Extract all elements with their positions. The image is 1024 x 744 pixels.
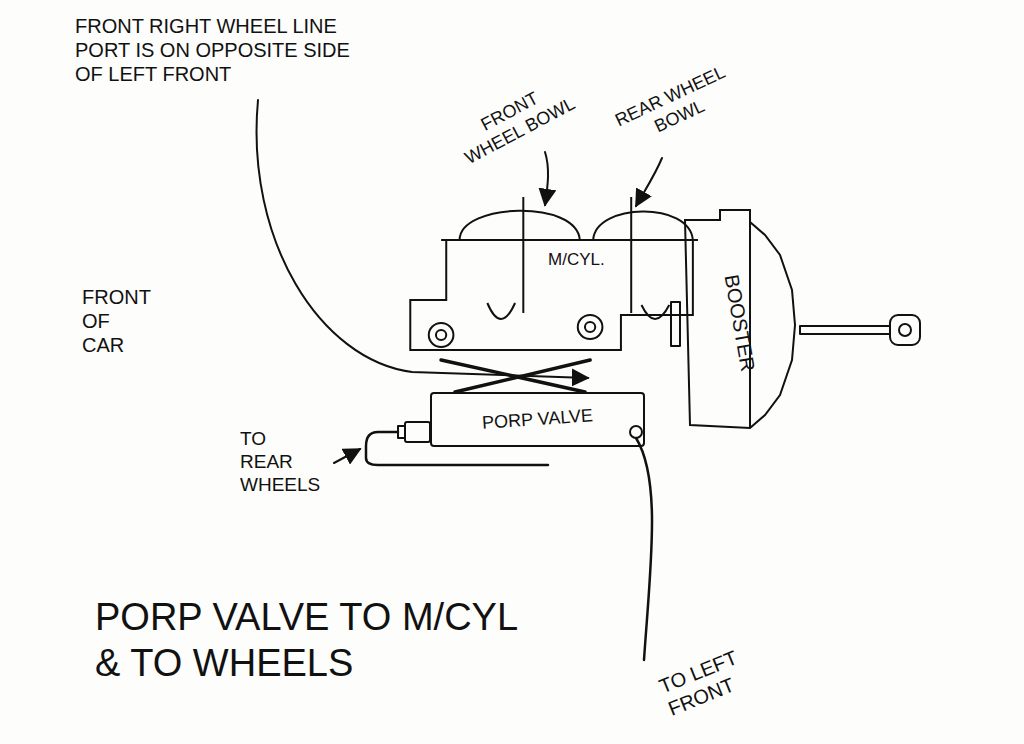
push-rod bbox=[800, 326, 890, 334]
booster-flange bbox=[671, 302, 680, 346]
line-fitting bbox=[630, 426, 642, 438]
reservoir-cap bbox=[441, 239, 698, 241]
part-name: BOOSTER bbox=[720, 272, 761, 372]
body-recess bbox=[487, 303, 515, 319]
leader-line bbox=[545, 152, 548, 205]
clevis-hole bbox=[899, 324, 911, 336]
brake-booster: BOOSTER bbox=[680, 210, 800, 435]
proportioning-valve: PORP VALVE bbox=[430, 392, 645, 447]
line-fitting bbox=[398, 426, 405, 438]
port-bore bbox=[436, 330, 446, 340]
cap-retainer-rod bbox=[522, 197, 524, 313]
note-text: TO LEFT FRONT bbox=[656, 627, 795, 720]
note-text: FRONT WHEEL BOWL bbox=[447, 72, 582, 171]
brake-line bbox=[455, 360, 590, 392]
line-fitting bbox=[405, 422, 430, 442]
booster-housing bbox=[685, 210, 795, 428]
reservoir-bowl bbox=[460, 211, 580, 240]
note-text: TO REAR WHEELS bbox=[240, 428, 322, 496]
port-bore bbox=[585, 322, 595, 332]
outline bbox=[400, 195, 698, 360]
cap-retainer-rod bbox=[630, 197, 632, 313]
push-rod-clevis bbox=[890, 315, 920, 345]
brake-line bbox=[366, 432, 548, 465]
port-nut bbox=[578, 315, 603, 339]
body-recess bbox=[641, 305, 669, 319]
note-text: FRONT RIGHT WHEEL LINE PORT IS ON OPPOSI… bbox=[75, 14, 375, 86]
port-nut bbox=[429, 323, 454, 347]
part-name: PORP VALVE bbox=[481, 405, 593, 434]
line-port bbox=[429, 323, 454, 347]
master-cylinder: M/CYL. bbox=[400, 195, 698, 360]
reservoir-bowl bbox=[593, 211, 693, 240]
part-name: M/CYL. bbox=[548, 250, 698, 270]
brake-line bbox=[636, 438, 652, 660]
drawing-title: PORP VALVE TO M/CYL & TO WHEELS bbox=[95, 595, 525, 686]
leader-line bbox=[334, 449, 360, 463]
note-text: REAR WHEEL BOWL bbox=[611, 62, 738, 152]
leader-line bbox=[636, 158, 662, 206]
note-text: FRONT OF CAR bbox=[82, 285, 157, 357]
line-port bbox=[578, 315, 603, 339]
